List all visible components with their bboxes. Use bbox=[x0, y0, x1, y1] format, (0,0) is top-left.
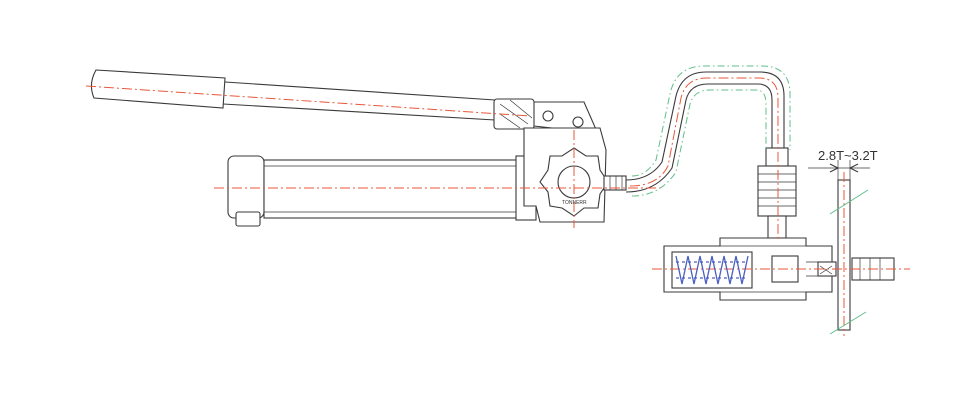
handle-centerline bbox=[85, 85, 531, 117]
hydraulic-hose bbox=[625, 71, 785, 193]
thickness-dimension: 2.8T~3.2T bbox=[808, 148, 878, 180]
return-spring bbox=[675, 255, 749, 285]
pump-lettering: TONNERR bbox=[562, 200, 587, 206]
hose-phantom-lines bbox=[631, 65, 791, 197]
pump-reservoir bbox=[227, 155, 537, 227]
plate-break-bottom bbox=[829, 311, 867, 335]
coupler-body bbox=[757, 165, 797, 217]
plate-break-marks bbox=[829, 189, 869, 335]
spring-coils bbox=[675, 255, 749, 285]
centerlines bbox=[85, 77, 910, 336]
pump-outlet-fitting bbox=[603, 175, 627, 191]
pump-head: TONNERR bbox=[523, 127, 627, 223]
dimension-label: 2.8T~3.2T bbox=[818, 148, 878, 163]
hose-centerline bbox=[629, 77, 779, 240]
reservoir-tube bbox=[263, 159, 521, 219]
reservoir-end-cap bbox=[227, 155, 265, 219]
quick-coupler bbox=[757, 147, 797, 239]
coupler-stem bbox=[767, 215, 787, 239]
handle-lever bbox=[222, 81, 496, 121]
hose-phantom-inner bbox=[631, 89, 767, 197]
coupler-nut bbox=[765, 147, 789, 167]
dimension-arrow-right bbox=[849, 163, 859, 173]
reservoir-cap-foot bbox=[235, 211, 261, 227]
hose-phantom-outer bbox=[631, 65, 791, 177]
plate-break-top bbox=[829, 189, 869, 215]
hose-outer-wall bbox=[625, 71, 785, 181]
hose-inner-wall bbox=[625, 83, 773, 193]
dimension-arrow-left bbox=[829, 163, 839, 173]
handle-grip bbox=[90, 69, 226, 109]
